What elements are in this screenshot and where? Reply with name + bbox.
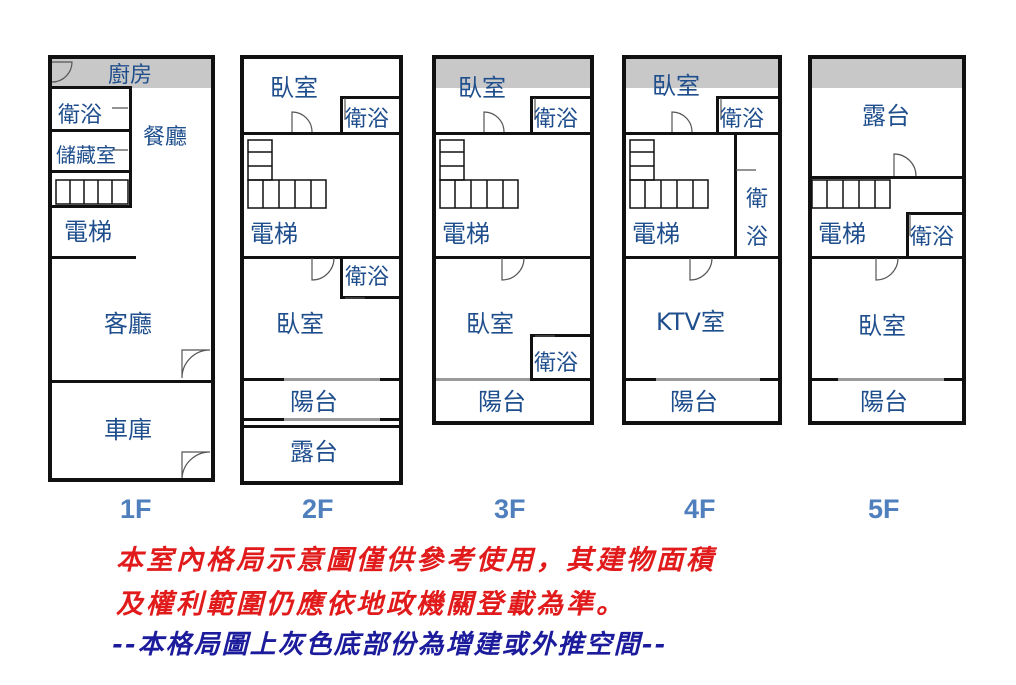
floor-1f-plan: 廚房 衛浴 餐廳 儲藏室 電梯 客廳 車庫 xyxy=(48,55,215,482)
room-label-garage: 車庫 xyxy=(104,416,152,444)
room-label-elevator: 電梯 xyxy=(632,220,680,248)
window-bar xyxy=(656,378,760,381)
door-icon xyxy=(291,98,365,299)
gray-addition-area xyxy=(812,58,962,88)
room-label-balcony: 陽台 xyxy=(478,388,526,416)
window-bar xyxy=(284,378,380,421)
room-label-bath-top: 衛浴 xyxy=(345,107,389,132)
floor-3f-plan: 臥室 衛浴 電梯 臥室 衛浴 陽台 xyxy=(432,55,594,425)
door-icon xyxy=(483,98,555,337)
room-label-elevator: 電梯 xyxy=(818,220,866,248)
walls xyxy=(622,55,782,425)
room-label-bath-vertical-1: 衛 xyxy=(746,187,768,212)
floor-label-5f: 5F xyxy=(868,494,900,524)
gray-addition-area xyxy=(436,58,590,88)
room-label-elevator: 電梯 xyxy=(442,220,490,248)
room-label-bedroom: 臥室 xyxy=(276,310,324,338)
room-label-bath-low: 衛浴 xyxy=(534,351,578,376)
room-label-balcony: 陽台 xyxy=(290,388,338,416)
room-label-kitchen: 廚房 xyxy=(108,63,152,88)
gray-addition-area xyxy=(52,58,212,88)
floor-label-2f: 2F xyxy=(302,494,334,524)
floor-2f-plan: 臥室 衛浴 電梯 衛浴 臥室 陽台 露台 xyxy=(240,55,403,485)
door-icon xyxy=(51,61,211,479)
room-label-elevator: 電梯 xyxy=(64,218,112,246)
room-label-bath-vertical-2: 浴 xyxy=(746,225,768,250)
room-label-bedroom-top: 臥室 xyxy=(652,72,700,100)
room-label-elevator: 電梯 xyxy=(250,220,298,248)
room-label-balcony: 陽台 xyxy=(860,388,908,416)
room-label-balcony: 陽台 xyxy=(670,388,718,416)
room-label-bath-top: 衛浴 xyxy=(720,107,764,132)
room-label-bath-mid: 衛浴 xyxy=(345,265,389,290)
floor-label-1f: 1F xyxy=(120,494,152,524)
room-label-ktv: KTV室 xyxy=(656,308,725,336)
room-label-bedroom: 臥室 xyxy=(858,312,906,340)
stairs xyxy=(629,139,709,209)
room-label-dining: 餐廳 xyxy=(143,125,187,150)
floor-label-4f: 4F xyxy=(684,494,716,524)
room-label-terrace: 露台 xyxy=(862,102,910,130)
room-label-bath: 衛浴 xyxy=(910,225,954,250)
room-label-bath: 衛浴 xyxy=(58,103,102,128)
stairs xyxy=(55,179,129,205)
room-label-bedroom-top: 臥室 xyxy=(270,74,318,102)
stairs xyxy=(811,179,891,209)
window-bar xyxy=(436,378,530,381)
door-icon xyxy=(875,153,917,281)
walls xyxy=(48,55,215,482)
disclaimer-line-2: 及權利範圍仍應依地政機關登載為準。 xyxy=(116,589,626,620)
room-label-bath-top: 衛浴 xyxy=(534,107,578,132)
stairs xyxy=(247,139,327,209)
floor-4f-plan: 臥室 衛浴 電梯 衛 浴 KTV室 陽台 xyxy=(622,55,782,425)
room-label-bedroom-top: 臥室 xyxy=(458,74,506,102)
disclaimer-line-1: 本室內格局示意圖僅供參考使用，其建物面積 xyxy=(116,545,716,576)
floor-5f-plan: 露台 電梯 衛浴 臥室 陽台 xyxy=(808,55,966,425)
gray-addition-area xyxy=(626,58,778,88)
door-icon xyxy=(671,98,756,281)
room-label-living: 客廳 xyxy=(104,310,152,338)
room-label-terrace: 露台 xyxy=(290,438,338,466)
disclaimer-line-3: --本格局圖上灰色底部份為增建或外推空間-- xyxy=(112,630,668,660)
floor-label-3f: 3F xyxy=(494,494,526,524)
room-label-storage: 儲藏室 xyxy=(56,143,116,167)
window-bar xyxy=(838,378,944,381)
room-label-bedroom: 臥室 xyxy=(466,310,514,338)
walls xyxy=(240,55,403,485)
stairs xyxy=(439,139,519,209)
